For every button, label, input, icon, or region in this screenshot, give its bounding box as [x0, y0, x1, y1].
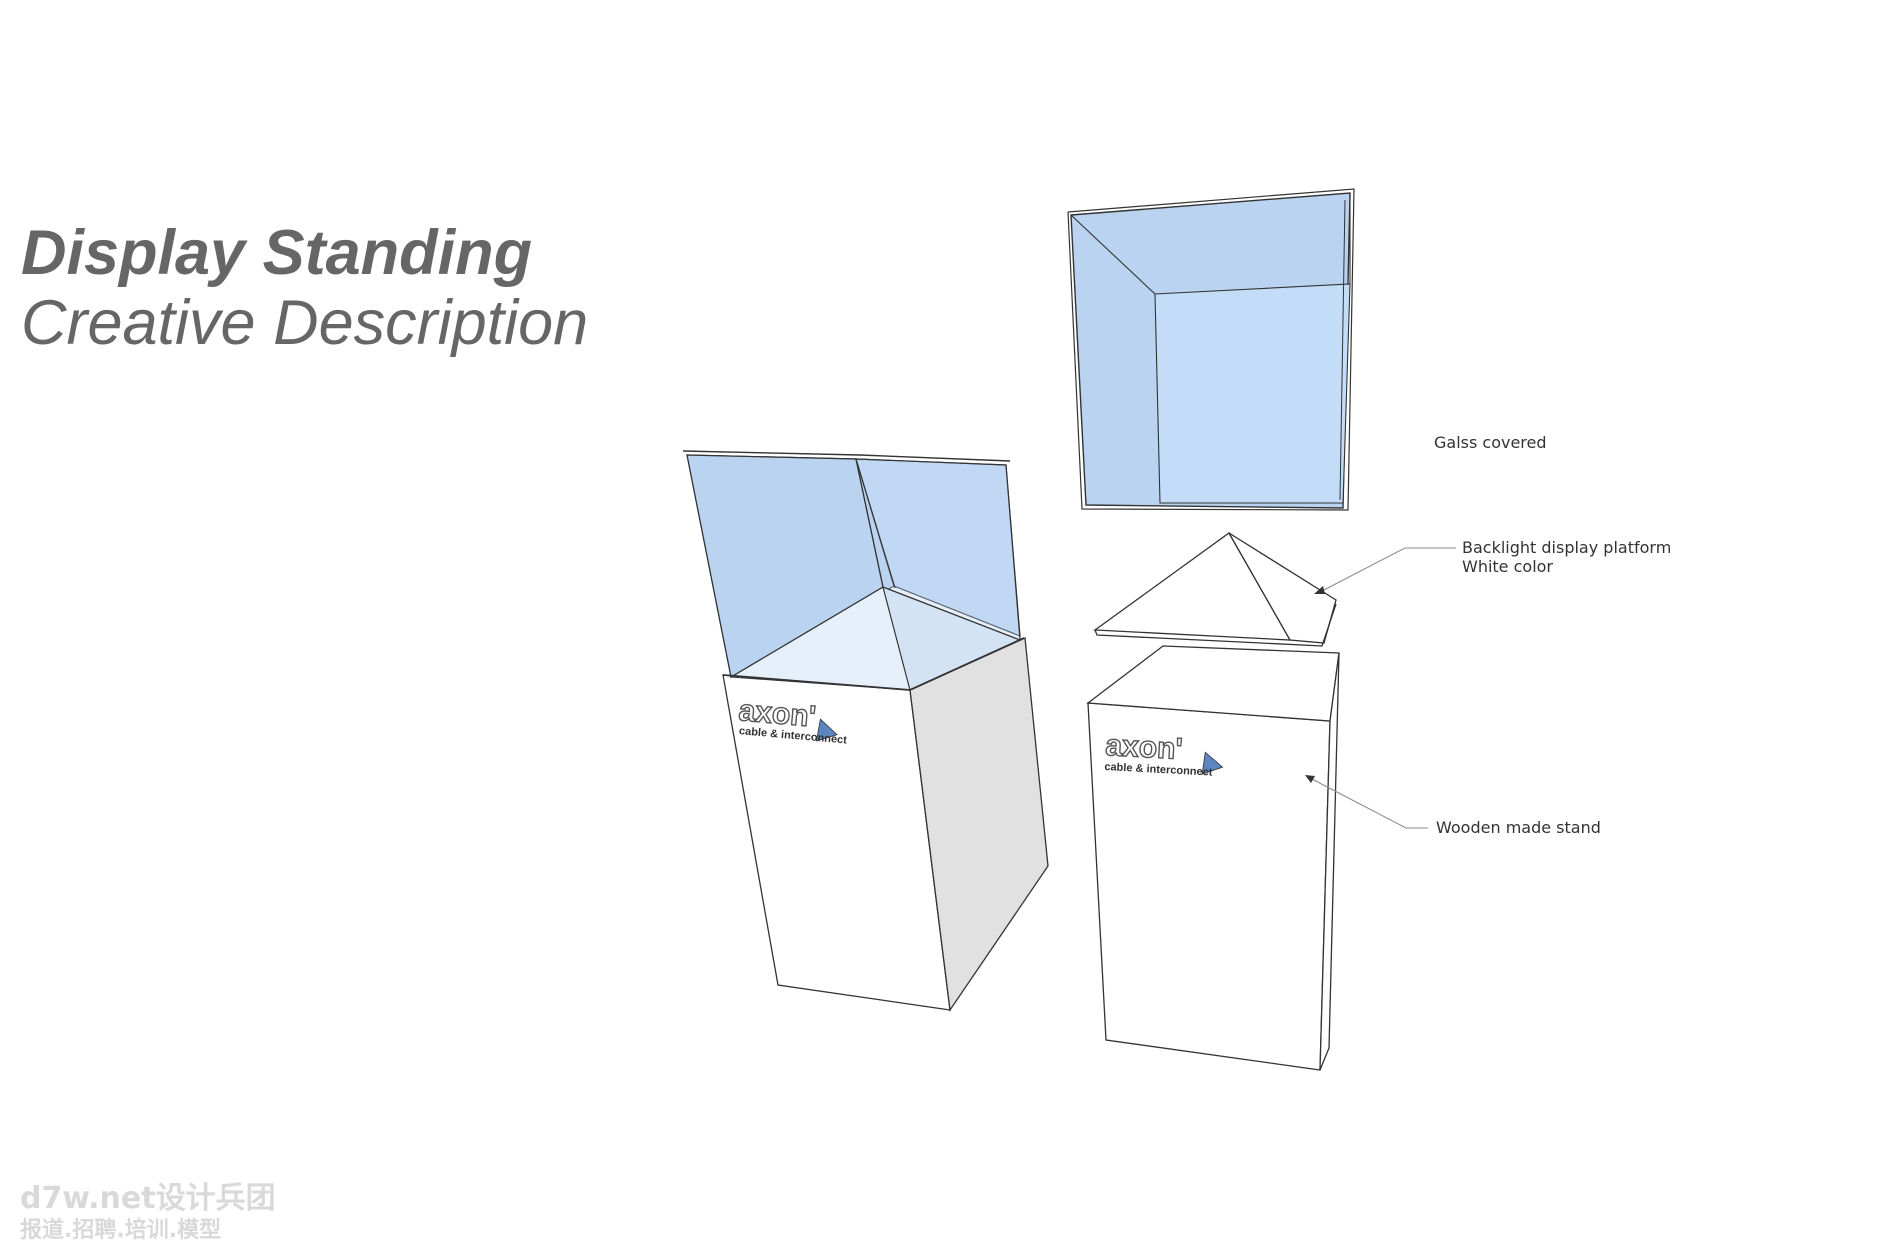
- platform-leader-arrow: [1314, 586, 1325, 594]
- assembled-glass-edge: [855, 458, 896, 589]
- logo-name: axon': [1105, 729, 1184, 766]
- watermark-line-1: d7w.net设计兵团: [20, 1181, 276, 1216]
- logo-name: axon': [737, 694, 817, 734]
- logo-tagline: cable & interconnect: [1104, 761, 1213, 779]
- glass-cover-rim: [1067, 188, 1355, 511]
- platform-leader-line: [1319, 547, 1456, 593]
- stand-label: Wooden made stand: [1436, 818, 1601, 837]
- assembled-display: [682, 450, 1049, 1012]
- platform-base: [1094, 603, 1337, 647]
- glass-cover-label: Galss covered: [1434, 433, 1547, 452]
- assembled-glass-rim: [682, 450, 1011, 462]
- glass-cover-inner-back: [1154, 283, 1351, 504]
- title-line-1: Display Standing: [21, 218, 533, 288]
- platform-right-face: [1228, 532, 1337, 644]
- glass-cover-right-edge: [1339, 199, 1346, 501]
- assembled-glass-base: [722, 637, 1025, 691]
- leader-lines: [1305, 547, 1456, 829]
- platform-label: Backlight display platform: [1462, 538, 1672, 557]
- stand-leader-arrow: [1305, 775, 1315, 783]
- exploded-platform: [1093, 532, 1337, 647]
- title-line-2: Creative Description: [21, 288, 589, 358]
- exploded-stand: [1086, 645, 1340, 1071]
- logo-diamond-icon: [815, 718, 838, 742]
- stand-side: [1319, 652, 1340, 1071]
- stand-leader-line: [1309, 777, 1428, 829]
- exploded-logo: axon' cable & interconnect: [1104, 728, 1224, 779]
- watermark-line-2: 报道.招聘.培训.模型: [20, 1218, 222, 1243]
- exploded-glass-cover: [1067, 188, 1355, 511]
- logo-diamond-icon: [1201, 751, 1224, 775]
- platform-color-label: White color: [1462, 557, 1554, 576]
- glass-cover-inner-edge: [1070, 214, 1156, 295]
